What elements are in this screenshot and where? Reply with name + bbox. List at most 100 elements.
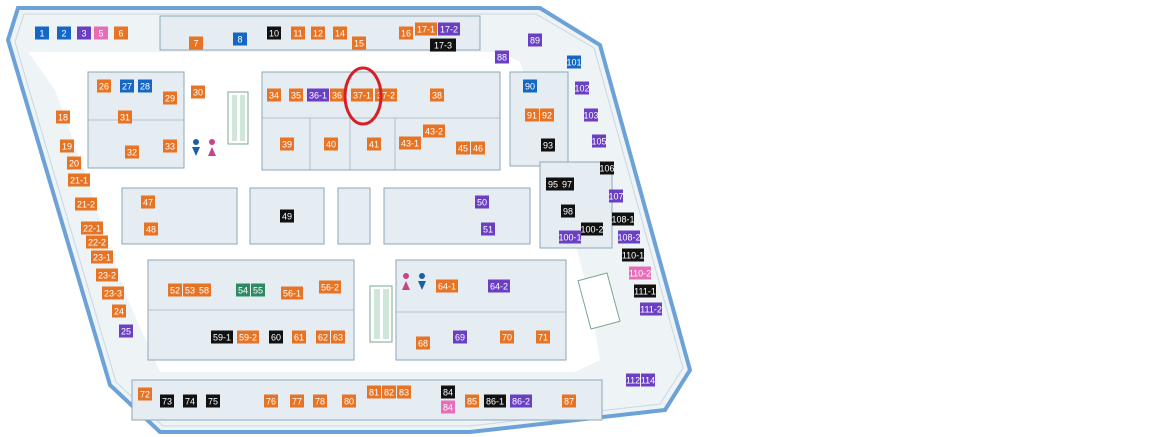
store-97[interactable]: 97 [560,177,574,191]
store-19[interactable]: 19 [60,139,74,153]
store-29[interactable]: 29 [163,91,177,105]
store-6[interactable]: 6 [114,26,128,40]
store-34[interactable]: 34 [267,88,281,102]
store-17-2[interactable]: 17-2 [438,22,460,36]
store-23-3[interactable]: 23-3 [102,286,124,300]
store-108-1[interactable]: 108-1 [611,212,635,226]
store-64-2[interactable]: 64-2 [488,279,510,293]
store-10[interactable]: 10 [267,26,281,40]
store-71[interactable]: 71 [536,330,550,344]
store-43-2[interactable]: 43-2 [423,124,445,138]
store-14[interactable]: 14 [333,26,347,40]
store-41[interactable]: 41 [367,137,381,151]
store-35[interactable]: 35 [289,88,303,102]
store-22-2[interactable]: 22-2 [86,235,108,249]
store-39[interactable]: 39 [280,137,294,151]
store-2[interactable]: 2 [57,26,71,40]
store-38[interactable]: 38 [430,88,444,102]
store-16[interactable]: 16 [399,26,413,40]
store-110-1[interactable]: 110-1 [622,248,644,262]
store-89[interactable]: 89 [528,33,542,47]
store-107[interactable]: 107 [608,189,624,203]
store-73[interactable]: 73 [160,394,174,408]
store-95[interactable]: 95 [546,177,560,191]
store-77[interactable]: 77 [290,394,304,408]
store-100-2[interactable]: 100-2 [580,222,604,236]
store-7[interactable]: 7 [189,36,203,50]
store-56-2[interactable]: 56-2 [319,280,341,294]
store-8[interactable]: 8 [233,32,247,46]
store-36-1[interactable]: 36-1 [307,88,329,102]
store-101[interactable]: 101 [566,55,582,69]
store-84b[interactable]: 84 [441,400,455,414]
store-62[interactable]: 62 [316,330,330,344]
store-81[interactable]: 81 [367,385,381,399]
store-114[interactable]: 114 [641,373,655,387]
store-36[interactable]: 36 [330,88,344,102]
store-105[interactable]: 105 [591,134,607,148]
store-108-2[interactable]: 108-2 [617,230,641,244]
store-50[interactable]: 50 [475,195,489,209]
store-55[interactable]: 55 [251,283,265,297]
store-102[interactable]: 102 [574,81,590,95]
store-56-1[interactable]: 56-1 [281,286,303,300]
store-103[interactable]: 103 [583,108,599,122]
store-75[interactable]: 75 [206,394,220,408]
store-23-2[interactable]: 23-2 [96,268,118,282]
store-76[interactable]: 76 [264,394,278,408]
store-59-1[interactable]: 59-1 [211,330,233,344]
store-51[interactable]: 51 [481,222,495,236]
store-98[interactable]: 98 [561,204,575,218]
store-27[interactable]: 27 [120,79,134,93]
store-74[interactable]: 74 [183,394,197,408]
store-20[interactable]: 20 [67,156,81,170]
store-86-1[interactable]: 86-1 [484,394,506,408]
store-83[interactable]: 83 [397,385,411,399]
store-26[interactable]: 26 [97,79,111,93]
store-43-1[interactable]: 43-1 [399,136,421,150]
store-58[interactable]: 58 [197,283,211,297]
store-21-2[interactable]: 21-2 [75,197,97,211]
store-33[interactable]: 33 [163,139,177,153]
store-54[interactable]: 54 [236,283,250,297]
store-18[interactable]: 18 [56,110,70,124]
store-84[interactable]: 84 [441,385,455,399]
store-61[interactable]: 61 [292,330,306,344]
store-3[interactable]: 3 [77,26,91,40]
store-37-2[interactable]: 37-2 [375,88,397,102]
store-53[interactable]: 53 [183,283,197,297]
store-47[interactable]: 47 [141,195,155,209]
store-32[interactable]: 32 [125,145,139,159]
store-11[interactable]: 11 [291,26,305,40]
store-64-1[interactable]: 64-1 [436,279,458,293]
store-111-2[interactable]: 111-2 [640,302,662,316]
store-1[interactable]: 1 [35,26,49,40]
store-49[interactable]: 49 [280,209,294,223]
store-21-1[interactable]: 21-1 [68,173,90,187]
store-60[interactable]: 60 [269,330,283,344]
store-45[interactable]: 45 [456,141,470,155]
store-86-2[interactable]: 86-2 [510,394,532,408]
store-25[interactable]: 25 [119,324,133,338]
store-111-1[interactable]: 111-1 [634,284,656,298]
store-24[interactable]: 24 [112,304,126,318]
store-31[interactable]: 31 [118,110,132,124]
store-17-1[interactable]: 17-1 [415,22,437,36]
store-80[interactable]: 80 [342,394,356,408]
store-106[interactable]: 106 [599,161,615,175]
store-52[interactable]: 52 [168,283,182,297]
store-37-1[interactable]: 37-1 [351,88,373,102]
store-93[interactable]: 93 [541,138,555,152]
store-15[interactable]: 15 [352,36,366,50]
store-12[interactable]: 12 [311,26,325,40]
store-91[interactable]: 91 [525,108,539,122]
store-48[interactable]: 48 [144,222,158,236]
store-68[interactable]: 68 [416,336,430,350]
store-69[interactable]: 69 [453,330,467,344]
store-30[interactable]: 30 [191,85,205,99]
store-70[interactable]: 70 [500,330,514,344]
store-100-1[interactable]: 100-1 [558,230,582,244]
store-90[interactable]: 90 [523,79,537,93]
store-5[interactable]: 5 [94,26,108,40]
store-40[interactable]: 40 [324,137,338,151]
